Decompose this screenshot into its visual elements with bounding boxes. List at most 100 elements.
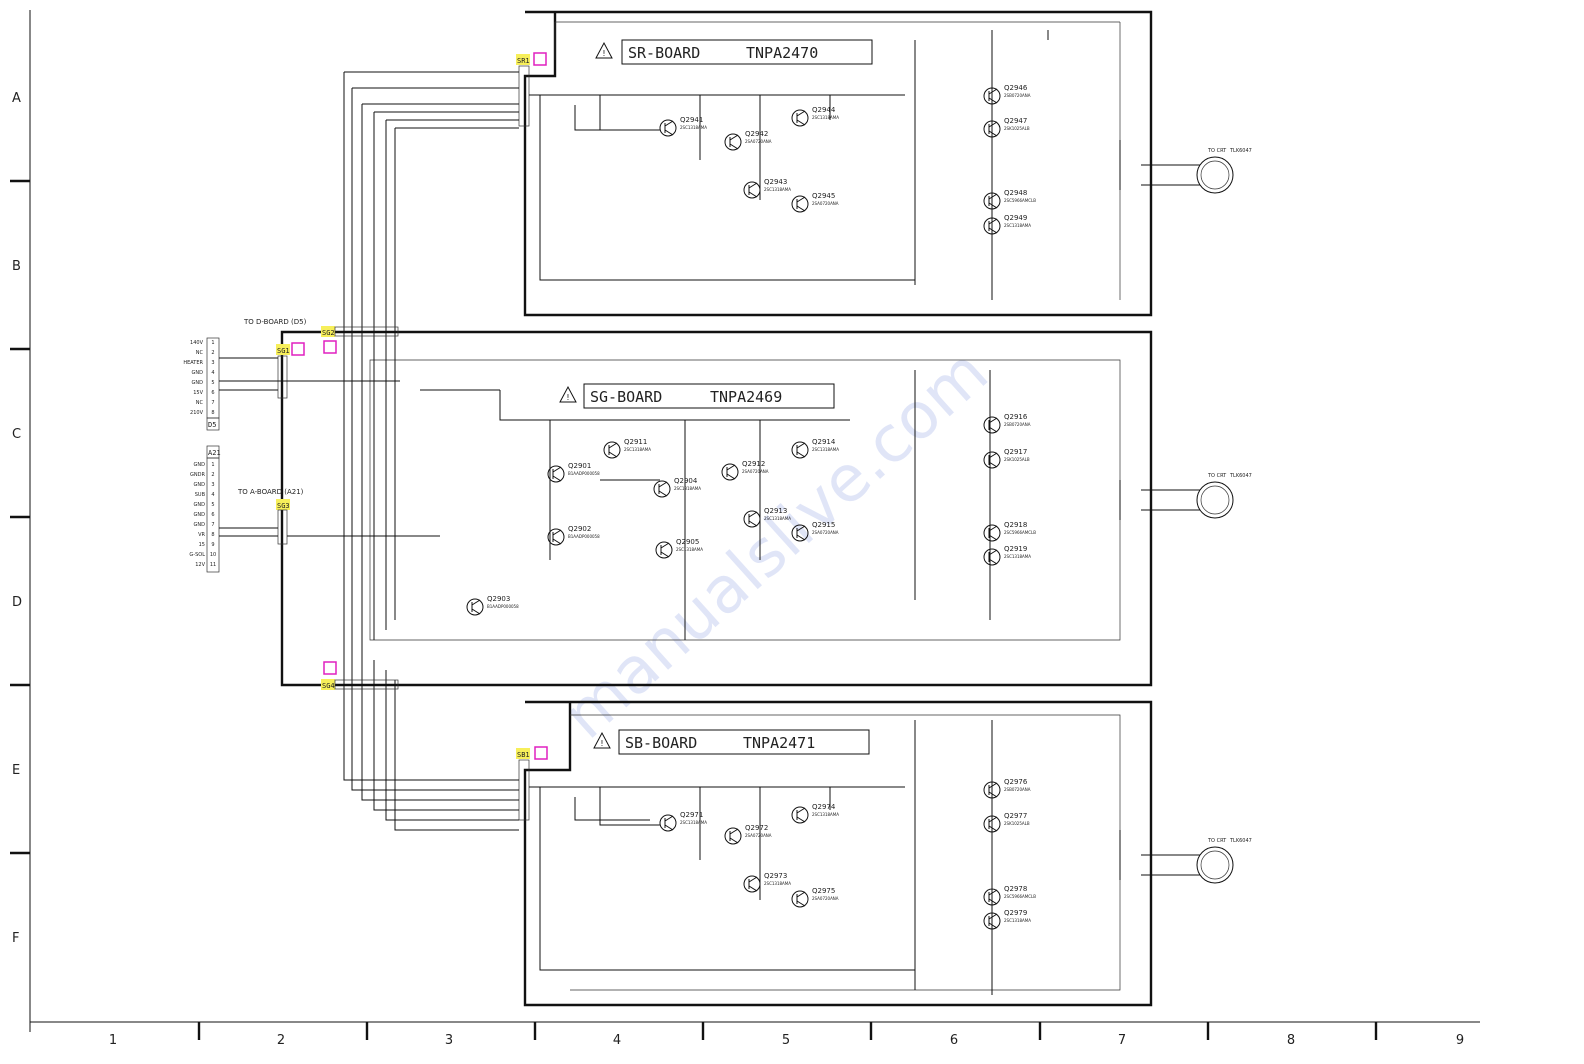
a21-pin-number: 5: [211, 502, 214, 508]
transistor-ref: Q2905: [676, 538, 699, 546]
sg-crt-part: TLK6047: [1229, 473, 1252, 479]
row-label-a: A: [12, 91, 21, 106]
a21-pin-number: 6: [211, 512, 214, 518]
col-label-8: 8: [1287, 1033, 1295, 1048]
transistor-ref: Q2914: [812, 438, 836, 446]
transistor-ref: Q2942: [745, 130, 768, 138]
sr-transistor-list: Q29412SC1318AMAQ29422SA0720ANAQ29432SC13…: [659, 84, 1036, 235]
d5-pin-number: 6: [211, 390, 214, 396]
transistor-icon: [983, 451, 1001, 469]
d5-pin-label: 210V: [190, 410, 204, 416]
a21-pin-label: GNDR: [190, 472, 205, 478]
transistor-ref: Q2946: [1004, 84, 1028, 92]
col-labels: 1 2 3 4 5 6 7 8 9: [109, 1033, 1464, 1048]
sg-board-title: SG-BOARD: [590, 388, 662, 406]
sg1-connector: SG1: [276, 342, 305, 399]
svg-text:D5: D5: [208, 421, 216, 429]
sg2-highlight: [321, 326, 335, 337]
transistor-icon: [659, 119, 677, 137]
transistor-ref: Q2971: [680, 811, 703, 819]
d5-pin-label: 140V: [190, 340, 204, 346]
sr-board-outline: [523, 10, 1153, 317]
sg4-highlight: [321, 679, 335, 690]
transistor-icon: [983, 815, 1001, 833]
sg-board-part: TNPA2469: [710, 388, 782, 406]
d5-pin-label: GND: [192, 380, 204, 386]
svg-text:!: !: [602, 49, 605, 58]
col-label-7: 7: [1118, 1033, 1126, 1048]
transistor-type: 2SC1318AMA: [764, 881, 791, 886]
transistor-icon: [983, 416, 1001, 434]
col-label-6: 6: [950, 1033, 958, 1048]
sr1-conn-label: SR1: [517, 57, 530, 65]
transistor-icon: [743, 875, 761, 893]
transistor-type: 2SC1318AMA: [764, 187, 791, 192]
transistor-ref: Q2917: [1004, 448, 1027, 456]
sb-board: ! SB-BOARD TNPA2471 SB1 TO CRT TLK6047: [516, 700, 1252, 1007]
transistor-ref: Q2976: [1004, 778, 1028, 786]
sg4-connector: SG4: [321, 661, 399, 690]
row-labels: A B C D E F: [12, 91, 22, 946]
transistor-icon: [653, 480, 671, 498]
transistor-type: 2SK1025ALB: [1004, 126, 1030, 131]
sg-warning-icon: [559, 385, 577, 403]
d5-pin-label: HEATER: [183, 360, 203, 366]
a21-pin-number: 2: [211, 472, 214, 478]
transistor-type: 2SB0720ANA: [1004, 93, 1031, 98]
d5-pin-number: 1: [211, 340, 214, 346]
transistor-icon: [983, 192, 1001, 210]
a21-pin-label: VR: [198, 532, 205, 538]
transistor-icon: [743, 181, 761, 199]
transistor-ref: Q2972: [745, 824, 768, 832]
transistor-type: 2SA0720ANA: [812, 896, 839, 901]
transistor-ref: Q2975: [812, 887, 835, 895]
sb-crt-part: TLK6047: [1229, 838, 1252, 844]
transistor-icon: [466, 598, 484, 616]
transistor-ref: Q2944: [812, 106, 836, 114]
col-label-5: 5: [782, 1033, 790, 1048]
a21-pin-number: 4: [211, 492, 214, 498]
row-label-d: D: [12, 595, 22, 610]
transistor-type: 2SC1318AMA: [1004, 918, 1031, 923]
d5-pin-label: GND: [192, 370, 204, 376]
to-d-board-label: TO D-BOARD (D5): [243, 318, 307, 326]
transistor-ref: Q2901: [568, 462, 591, 470]
transistor-icon: [983, 548, 1001, 566]
sb1-conn-label: SB1: [517, 751, 530, 759]
transistor-ref: Q2918: [1004, 521, 1027, 529]
a21-pin-label: GND: [194, 502, 206, 508]
transistor-icon: [547, 465, 565, 483]
sg1-highlight: [276, 344, 290, 355]
transistor-type: 2SC1318AMA: [812, 447, 839, 452]
svg-text:SG2: SG2: [322, 329, 335, 337]
transistor-icon: [791, 441, 809, 459]
transistor-type: 2SC1318AMA: [680, 820, 707, 825]
svg-text:SG3: SG3: [277, 502, 290, 510]
sb-title-box: [618, 729, 870, 755]
sr1-header: [518, 65, 530, 127]
transistor-type: 2SB0720ANA: [1004, 422, 1031, 427]
transistor-type: 2SC1318AMA: [812, 115, 839, 120]
transistor-ref: Q2973: [764, 872, 787, 880]
wire-harness: [343, 71, 519, 831]
transistor-type: 2SK1025ALB: [1004, 457, 1030, 462]
sb1-marker: [534, 746, 548, 760]
sb-warning-icon: [593, 731, 611, 749]
sb-board-part: TNPA2471: [743, 734, 815, 752]
d5-pin-number: 4: [211, 370, 214, 376]
